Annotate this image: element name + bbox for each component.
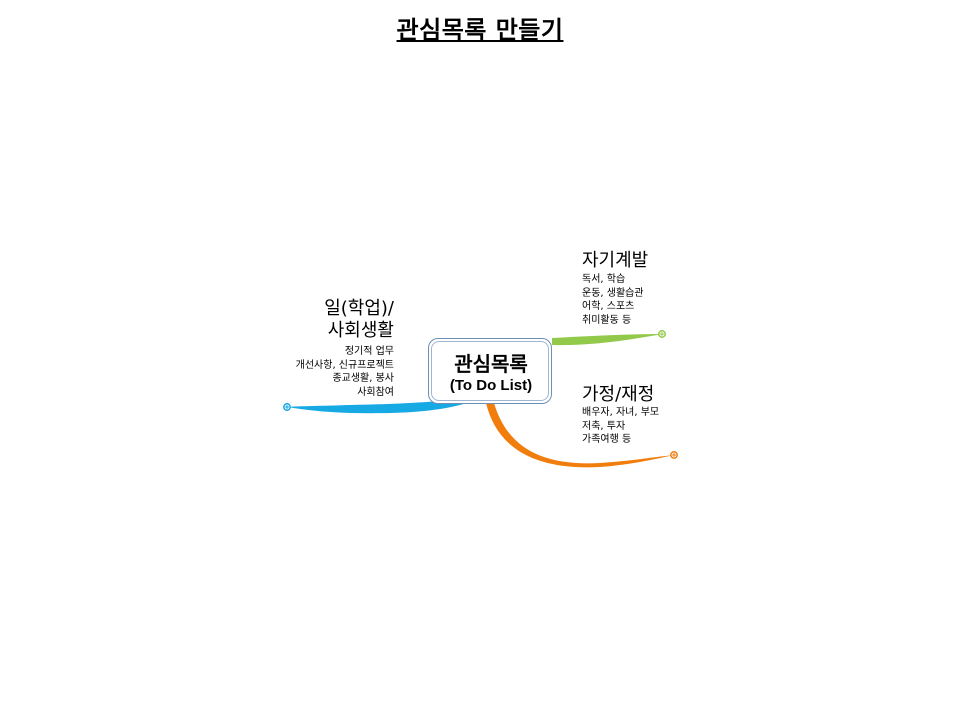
- list-item: 취미활동 등: [582, 314, 632, 326]
- list-item: 정기적 업무: [344, 346, 394, 357]
- branch-connector-self-development: [552, 334, 662, 346]
- list-item: 배우자, 자녀, 부모: [582, 407, 660, 418]
- branch-title-line: 일(학업)/: [324, 298, 394, 319]
- list-item: 어학, 스포츠: [582, 301, 635, 312]
- list-item: 가족여행 등: [582, 434, 632, 445]
- branch-items-work-social: 정기적 업무 개선사항, 신규프로젝트 종교생활, 봉사 사회참여: [254, 345, 394, 399]
- branch-title-line: 사회생활: [327, 320, 394, 341]
- branch-items-self-development: 독서, 학습 운동, 생활습관 어학, 스포츠 취미활동 등: [582, 273, 644, 327]
- branch-title-family-finance[interactable]: 가정/재정: [582, 384, 655, 405]
- central-topic-title: 관심목록: [454, 352, 528, 376]
- list-item: 종교생활, 봉사: [332, 373, 394, 384]
- branch-connector-work-social: [287, 398, 470, 414]
- list-item: 개선사항, 신규프로젝트: [295, 359, 394, 371]
- list-item: 독서, 학습: [582, 274, 626, 285]
- list-item: 저축, 투자: [582, 420, 626, 432]
- branch-items-family-finance: 배우자, 자녀, 부모 저축, 투자 가족여행 등: [582, 406, 659, 447]
- branch-title-self-development[interactable]: 자기계발: [582, 250, 649, 271]
- branch-title-work-social[interactable]: 일(학업)/ 사회생활: [274, 298, 394, 342]
- list-item: 사회참여: [357, 386, 394, 398]
- list-item: 운동, 생활습관: [582, 287, 644, 299]
- page-title: 관심목록 만들기: [396, 16, 564, 44]
- central-topic-subtitle: (To Do List): [449, 377, 533, 394]
- central-topic[interactable]: 관심목록 (To Do List): [428, 338, 552, 404]
